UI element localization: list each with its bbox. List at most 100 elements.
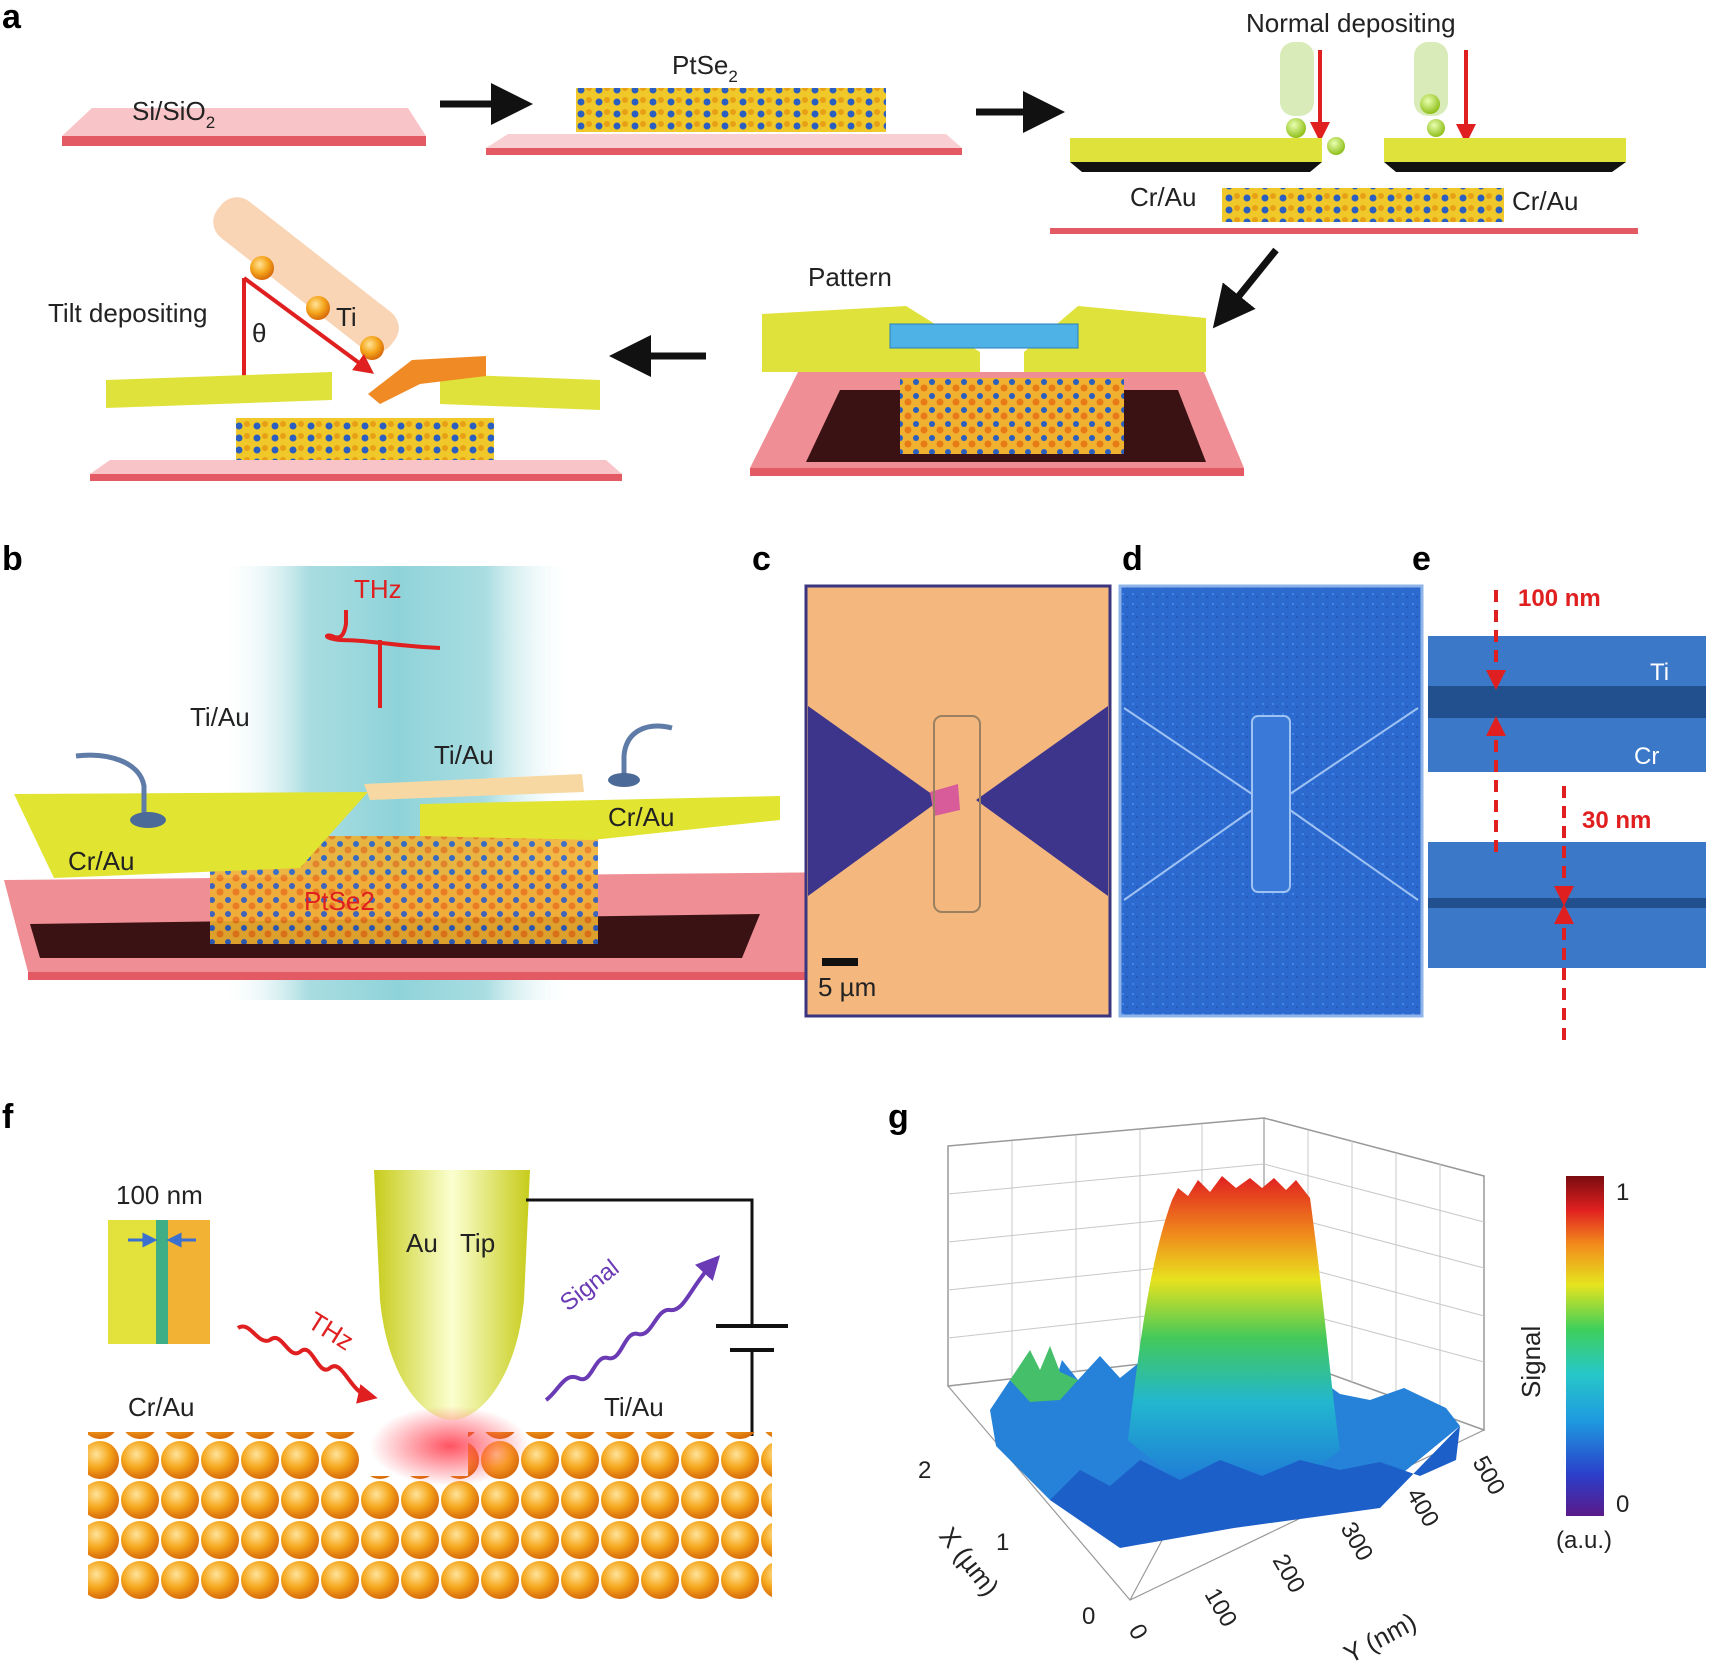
signal-wave	[544, 1255, 721, 1402]
ti-layer	[368, 356, 486, 404]
substrate-5	[90, 460, 622, 474]
tip-hotspot	[370, 1406, 530, 1486]
material-label: PtSe2	[672, 50, 738, 86]
ptse2-label-b: PtSe2	[304, 886, 375, 916]
ti-au-label-f: Ti/Au	[604, 1392, 664, 1422]
electrode-right-b	[420, 796, 780, 840]
wire-right	[621, 723, 673, 780]
wire-left	[75, 752, 147, 820]
thz-label-b: THz	[354, 574, 402, 604]
g-y-tick-0: 0	[1123, 1620, 1153, 1645]
panel-label-b: b	[2, 540, 23, 578]
flake-outline-d	[1251, 715, 1291, 893]
g-y-tick-3: 300	[1335, 1518, 1378, 1566]
e-ti-label: Ti	[1650, 659, 1669, 686]
e-cr-label: Cr	[1634, 743, 1659, 770]
ti-au-bridge	[364, 774, 584, 800]
gold-atoms-center	[360, 1476, 480, 1564]
ptse2-flake-3	[1222, 188, 1504, 222]
ti-au-center-label: Ti/Au	[434, 740, 494, 770]
theta-label: θ	[252, 318, 266, 348]
g-y-tick-1: 100	[1199, 1584, 1242, 1632]
ti-ball-3	[360, 336, 384, 360]
pattern-bar	[889, 323, 1079, 349]
electrode-left-3-bottom	[1070, 162, 1322, 172]
g-y-tick-5: 500	[1467, 1452, 1510, 1500]
substrate-5-edge	[90, 474, 622, 481]
panel-label-a: a	[2, 0, 22, 36]
inset-gap	[156, 1220, 168, 1344]
g-x-tick-2: 2	[918, 1457, 931, 1484]
sem-strip-top-gap	[1428, 686, 1706, 718]
beam-left	[1280, 42, 1314, 116]
circuit-wire	[526, 1198, 754, 1436]
g-colorbar-label: Signal	[1516, 1326, 1546, 1398]
thz-wave-f	[236, 1324, 378, 1404]
g-y-tick-4: 400	[1401, 1484, 1444, 1532]
bowtie-dark-left	[808, 706, 940, 896]
panel-label-c: c	[752, 540, 771, 578]
electrode-left-b	[14, 792, 368, 878]
tilt-depositing-label: Tilt depositing	[48, 298, 207, 328]
g-surface-side-green	[1010, 1346, 1078, 1402]
g-x-tick-0: 0	[1082, 1603, 1095, 1630]
sem-edge-tl	[1123, 707, 1253, 795]
g-x-tick-1: 1	[996, 1529, 1009, 1556]
panel-b: THz Ti/Au Ti/Au Cr/Au Cr/Au PtSe2	[4, 566, 854, 1000]
substrate-2	[486, 134, 962, 148]
arrow-a3	[1212, 247, 1279, 329]
panel-label-f: f	[2, 1098, 14, 1136]
inset-dim-label: 100 nm	[116, 1180, 203, 1210]
panel-d	[1118, 584, 1424, 1018]
ti-au-top-label: Ti/Au	[190, 702, 250, 732]
g-colorbar-unit: (a.u.)	[1556, 1527, 1612, 1554]
ti-ball-2	[306, 296, 330, 320]
g-x-axis-label: X (µm)	[933, 1521, 1005, 1601]
g-colorbar-min: 0	[1616, 1491, 1629, 1518]
flake-outline-c	[933, 715, 981, 913]
probe-pad-left	[130, 812, 166, 828]
cr-au-label-f: Cr/Au	[128, 1392, 194, 1422]
substrate-3-edge	[1050, 228, 1638, 234]
ti-ball-1	[250, 256, 274, 280]
au-tip	[374, 1170, 530, 1420]
sem-edge-tr	[1289, 707, 1419, 795]
deposit-ball-4	[1427, 119, 1445, 137]
e-top-dim: 100 nm	[1518, 585, 1601, 612]
pattern-label: Pattern	[808, 262, 892, 292]
deposit-ball-3	[1420, 94, 1440, 114]
substrate-b-edge	[28, 972, 810, 980]
deposit-ball-2	[1327, 137, 1345, 155]
substrate-1-edge	[62, 136, 426, 146]
bowtie-dark-right	[976, 706, 1108, 896]
ti-label-a: Ti	[336, 302, 357, 332]
sem-strip-bottom-gap	[1428, 898, 1706, 908]
tip-label: Tip	[460, 1228, 495, 1258]
g-colorbar	[1566, 1176, 1604, 1516]
panel-label-d: d	[1122, 540, 1143, 578]
cr-au-right-label-a: Cr/Au	[1512, 186, 1578, 216]
g-colorbar-max: 1	[1616, 1179, 1629, 1206]
g-y-tick-2: 200	[1267, 1550, 1310, 1598]
panel-a: Si/SiO2 PtSe2 Normal depositing Cr/Au Cr…	[48, 8, 1638, 481]
electrode-right-3-bottom	[1384, 162, 1626, 172]
theta-diagonal	[242, 276, 375, 374]
cr-au-left-label-a: Cr/Au	[1130, 182, 1196, 212]
g-surface-peak	[1128, 1176, 1340, 1500]
thz-pulse	[325, 610, 441, 708]
gold-atoms-left	[88, 1432, 360, 1564]
ptse2-flake-2	[576, 88, 886, 132]
g-surface-front	[1050, 1426, 1460, 1548]
bowtie-center	[930, 784, 960, 816]
substrate-label: Si/SiO2	[132, 96, 215, 132]
substrate-2-edge	[486, 148, 962, 155]
signal-label-f: Signal	[555, 1254, 624, 1316]
thz-label-f: THz	[303, 1306, 359, 1357]
electrode-left-3	[1070, 138, 1322, 162]
electrode-left-5	[106, 372, 332, 408]
panel-g: 0 1 2 X (µm) 0 100 200 300 400 500 Y (nm…	[918, 1117, 1629, 1668]
panel-label-g: g	[888, 1098, 909, 1136]
deposit-ball-1	[1286, 118, 1306, 138]
sem-edge-br	[1289, 809, 1419, 901]
